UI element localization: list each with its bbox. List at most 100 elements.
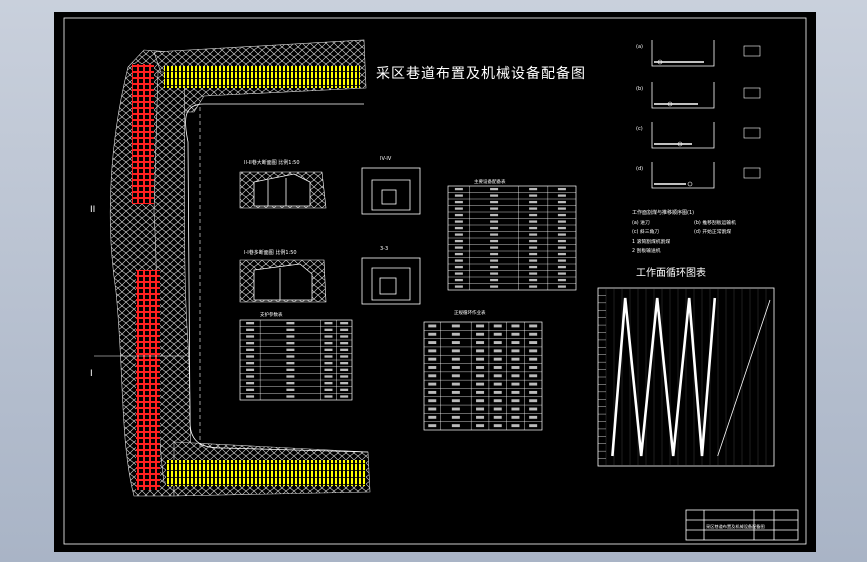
cycle-table-cell-mark [451, 382, 460, 386]
section-drawing-iv [361, 167, 421, 215]
cycle-table-cell-mark [511, 349, 520, 353]
cycle-table-cell-mark [428, 382, 437, 386]
cycle-table-cell-mark [493, 332, 502, 336]
section-drawing-i [239, 259, 327, 303]
cycle-table-cell-mark [428, 399, 437, 403]
support-table-cell-mark [340, 388, 349, 391]
support-table-cell-mark [340, 368, 349, 371]
equipment-table-cell-mark [557, 278, 566, 282]
cycle-table-cell-mark [451, 399, 460, 403]
support-table-cell-mark [340, 348, 349, 351]
equipment-table-cell-mark [454, 200, 463, 204]
section-label-iv: IV-IV [380, 156, 392, 162]
mining-note-a: (a) 进刀 [632, 219, 650, 226]
equipment-table-cell-mark [490, 278, 499, 282]
cycle-table-cell-mark [511, 399, 520, 403]
sequence-label: (a) [636, 44, 643, 50]
equipment-table-cell-mark [529, 272, 538, 275]
support-table-title: 支护参数表 [260, 311, 283, 318]
equipment-table-cell-mark [529, 187, 538, 191]
equipment-table-cell-mark [454, 194, 463, 197]
cycle-table-cell-mark [476, 349, 485, 353]
cycle-table-cell-mark [476, 332, 485, 336]
equipment-table-cell-mark [557, 207, 566, 210]
support-table-cell-mark [324, 362, 333, 365]
support-table-cell-mark [246, 342, 255, 345]
cycle-table-frame [423, 321, 543, 431]
support-table-cell-mark [324, 322, 333, 325]
support-table-cell-mark [340, 362, 349, 365]
support-table-cell-mark [246, 395, 255, 398]
sequence-frame [651, 162, 715, 189]
shearer-mark [667, 101, 673, 107]
sequence-label: (b) [636, 86, 643, 92]
support-table-cell-mark [246, 388, 255, 391]
drawing-sheet: II I 采区巷道布置及机械设备配备图 II-II巷大断面图 比例1:50 IV… [54, 12, 816, 552]
cycle-table-cell-mark [428, 357, 437, 361]
cycle-table-cell-mark [493, 390, 502, 394]
support-table-cell-mark [340, 395, 349, 398]
cycle-table-cell-mark [476, 341, 485, 345]
sequence-frame [651, 40, 715, 67]
equipment-table-cell-mark [454, 220, 463, 223]
cycle-table-cell-mark [493, 349, 502, 353]
equipment-table-cell-mark [490, 187, 499, 191]
mining-sequence-figures: (a)(b)(c)(d) [636, 40, 761, 189]
support-table-cell-mark [324, 342, 333, 345]
cycle-table-cell-mark [529, 341, 538, 345]
section-label-ii: II-II巷大断面图 比例1:50 [244, 159, 300, 166]
shearer-mark [657, 59, 663, 65]
cycle-table-cell-mark [451, 407, 460, 411]
cycle-table-cell-mark [451, 341, 460, 345]
section-drawing-ii [239, 171, 327, 209]
equipment-table-cell-mark [557, 233, 566, 236]
support-table-cell-mark [246, 322, 255, 325]
support-table-cell-mark [324, 388, 333, 391]
cycle-table-cell-mark [511, 407, 520, 411]
cycle-table-cell-mark [476, 382, 485, 386]
equipment-table-cell-mark [490, 194, 499, 197]
cycle-table-cell-mark [451, 415, 460, 419]
equipment-table-cell-mark [557, 213, 566, 217]
cycle-table-cell-mark [511, 382, 520, 386]
support-table-cell-mark [246, 382, 255, 385]
equipment-table-cell-mark [529, 259, 538, 262]
equipment-table-cell-mark [529, 226, 538, 230]
mining-note-1: 1 滚筒割煤机割煤 [632, 238, 670, 245]
equipment-table-cell-mark [490, 285, 499, 288]
section-label-i: I-I巷多断面图 比例1:50 [244, 249, 297, 256]
equipment-table-cell-mark [454, 187, 463, 191]
sequence-frame [651, 82, 715, 109]
support-table [239, 319, 353, 401]
cycle-table-cell-mark [476, 324, 485, 328]
support-table-cell-mark [246, 328, 255, 331]
mining-note-d: (d) 开始正常割煤 [694, 228, 731, 235]
cycle-table-cell-mark [493, 382, 502, 386]
drawing-border [63, 17, 807, 545]
cycle-table-cell-mark [451, 390, 460, 394]
support-table-cell-mark [286, 348, 295, 351]
sequence-label: (d) [636, 166, 643, 172]
support-table-cell-mark [324, 375, 333, 378]
equipment-table-cell-mark [529, 220, 538, 223]
pillar-lower [136, 270, 160, 490]
cycle-table-cell-mark [493, 324, 502, 328]
coal-roadway-bottom [166, 460, 366, 486]
support-table-cell-mark [246, 368, 255, 371]
pillar-upper [132, 64, 154, 204]
cycle-table-cell-mark [511, 390, 520, 394]
equipment-table-cell-mark [529, 285, 538, 288]
equipment-table-cell-mark [490, 259, 499, 262]
support-table-cell-mark [324, 368, 333, 371]
equipment-table-cell-mark [454, 207, 463, 210]
sequence-inset [743, 167, 761, 179]
support-table-cell-mark [246, 355, 255, 358]
equipment-table-cell-mark [529, 246, 538, 249]
mining-note-b: (b) 推移刮板运输机 [694, 219, 736, 226]
equipment-table-cell-mark [557, 239, 566, 243]
cycle-table-cell-mark [493, 366, 502, 369]
support-table-cell-mark [340, 355, 349, 358]
cycle-table-cell-mark [511, 357, 520, 361]
cycle-table-cell-mark [493, 415, 502, 419]
equipment-table-cell-mark [490, 213, 499, 217]
